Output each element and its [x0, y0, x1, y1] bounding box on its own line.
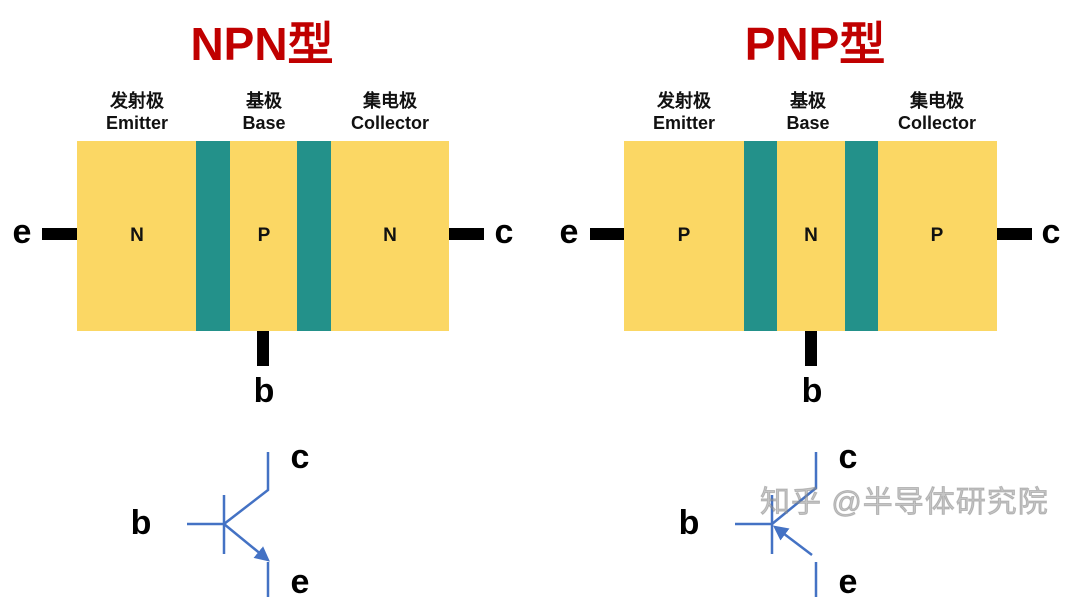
pnp-terminal-b: b	[801, 372, 823, 410]
npn-terminal-c: c	[494, 213, 514, 251]
pnp-base-region: N	[804, 225, 818, 246]
pnp-base-label-cn: 基极	[790, 91, 826, 111]
npn-symbol-e: e	[290, 563, 310, 601]
pnp-terminal-e: e	[559, 213, 579, 251]
npn-terminal-e: e	[12, 213, 32, 251]
pnp-base-collector-junction	[845, 141, 878, 331]
pnp-symbol-collector-line	[771, 452, 818, 525]
pnp-emitter-region: P	[677, 225, 691, 246]
npn-base-label-en: Base	[242, 113, 286, 133]
pnp-collector-region: P	[930, 225, 944, 246]
npn-collector-label-cn: 集电极	[362, 91, 417, 111]
npn-emitter-base-junction	[196, 141, 230, 331]
pnp-terminal-c: c	[1041, 213, 1061, 251]
npn-base-label-cn: 基极	[246, 91, 282, 111]
pnp-base-lead	[805, 331, 817, 366]
npn-collector-lead	[449, 228, 484, 240]
npn-title: NPN型	[190, 18, 334, 70]
npn-base-region: P	[257, 225, 271, 246]
npn-emitter-label-cn: 发射极	[109, 91, 164, 111]
pnp-transistor-body	[624, 141, 997, 331]
npn-transistor-body	[77, 141, 449, 331]
pnp-collector-label-cn: 集电极	[909, 91, 964, 111]
pnp-emitter-base-junction	[744, 141, 777, 331]
npn-base-lead	[257, 331, 269, 366]
npn-symbol-emitter-arrow	[223, 523, 270, 562]
watermark: 知乎 @半导体研究院	[760, 486, 1049, 520]
pnp-symbol-e: e	[838, 563, 858, 601]
npn-symbol-collector-line	[223, 452, 270, 525]
npn-emitter-region: N	[130, 225, 144, 246]
pnp-symbol-b: b	[678, 504, 700, 542]
pnp-title: PNP型	[744, 18, 886, 70]
pnp-base-label-en: Base	[786, 113, 830, 133]
pnp-symbol-emitter-arrow	[773, 525, 813, 556]
npn-emitter-label-en: Emitter	[105, 113, 169, 133]
npn-symbol-b: b	[130, 504, 152, 542]
npn-collector-label-en: Collector	[350, 113, 430, 133]
pnp-symbol-c: c	[838, 438, 858, 476]
pnp-emitter-label-cn: 发射极	[656, 91, 711, 111]
npn-terminal-b: b	[253, 372, 275, 410]
pnp-symbol	[735, 452, 818, 597]
pnp-collector-lead	[997, 228, 1032, 240]
npn-symbol	[187, 452, 270, 597]
npn-emitter-lead	[42, 228, 77, 240]
pnp-emitter-lead	[590, 228, 624, 240]
npn-symbol-c: c	[290, 438, 310, 476]
npn-base-collector-junction	[297, 141, 331, 331]
pnp-emitter-label-en: Emitter	[652, 113, 716, 133]
pnp-collector-label-en: Collector	[897, 113, 977, 133]
npn-collector-region: N	[383, 225, 397, 246]
